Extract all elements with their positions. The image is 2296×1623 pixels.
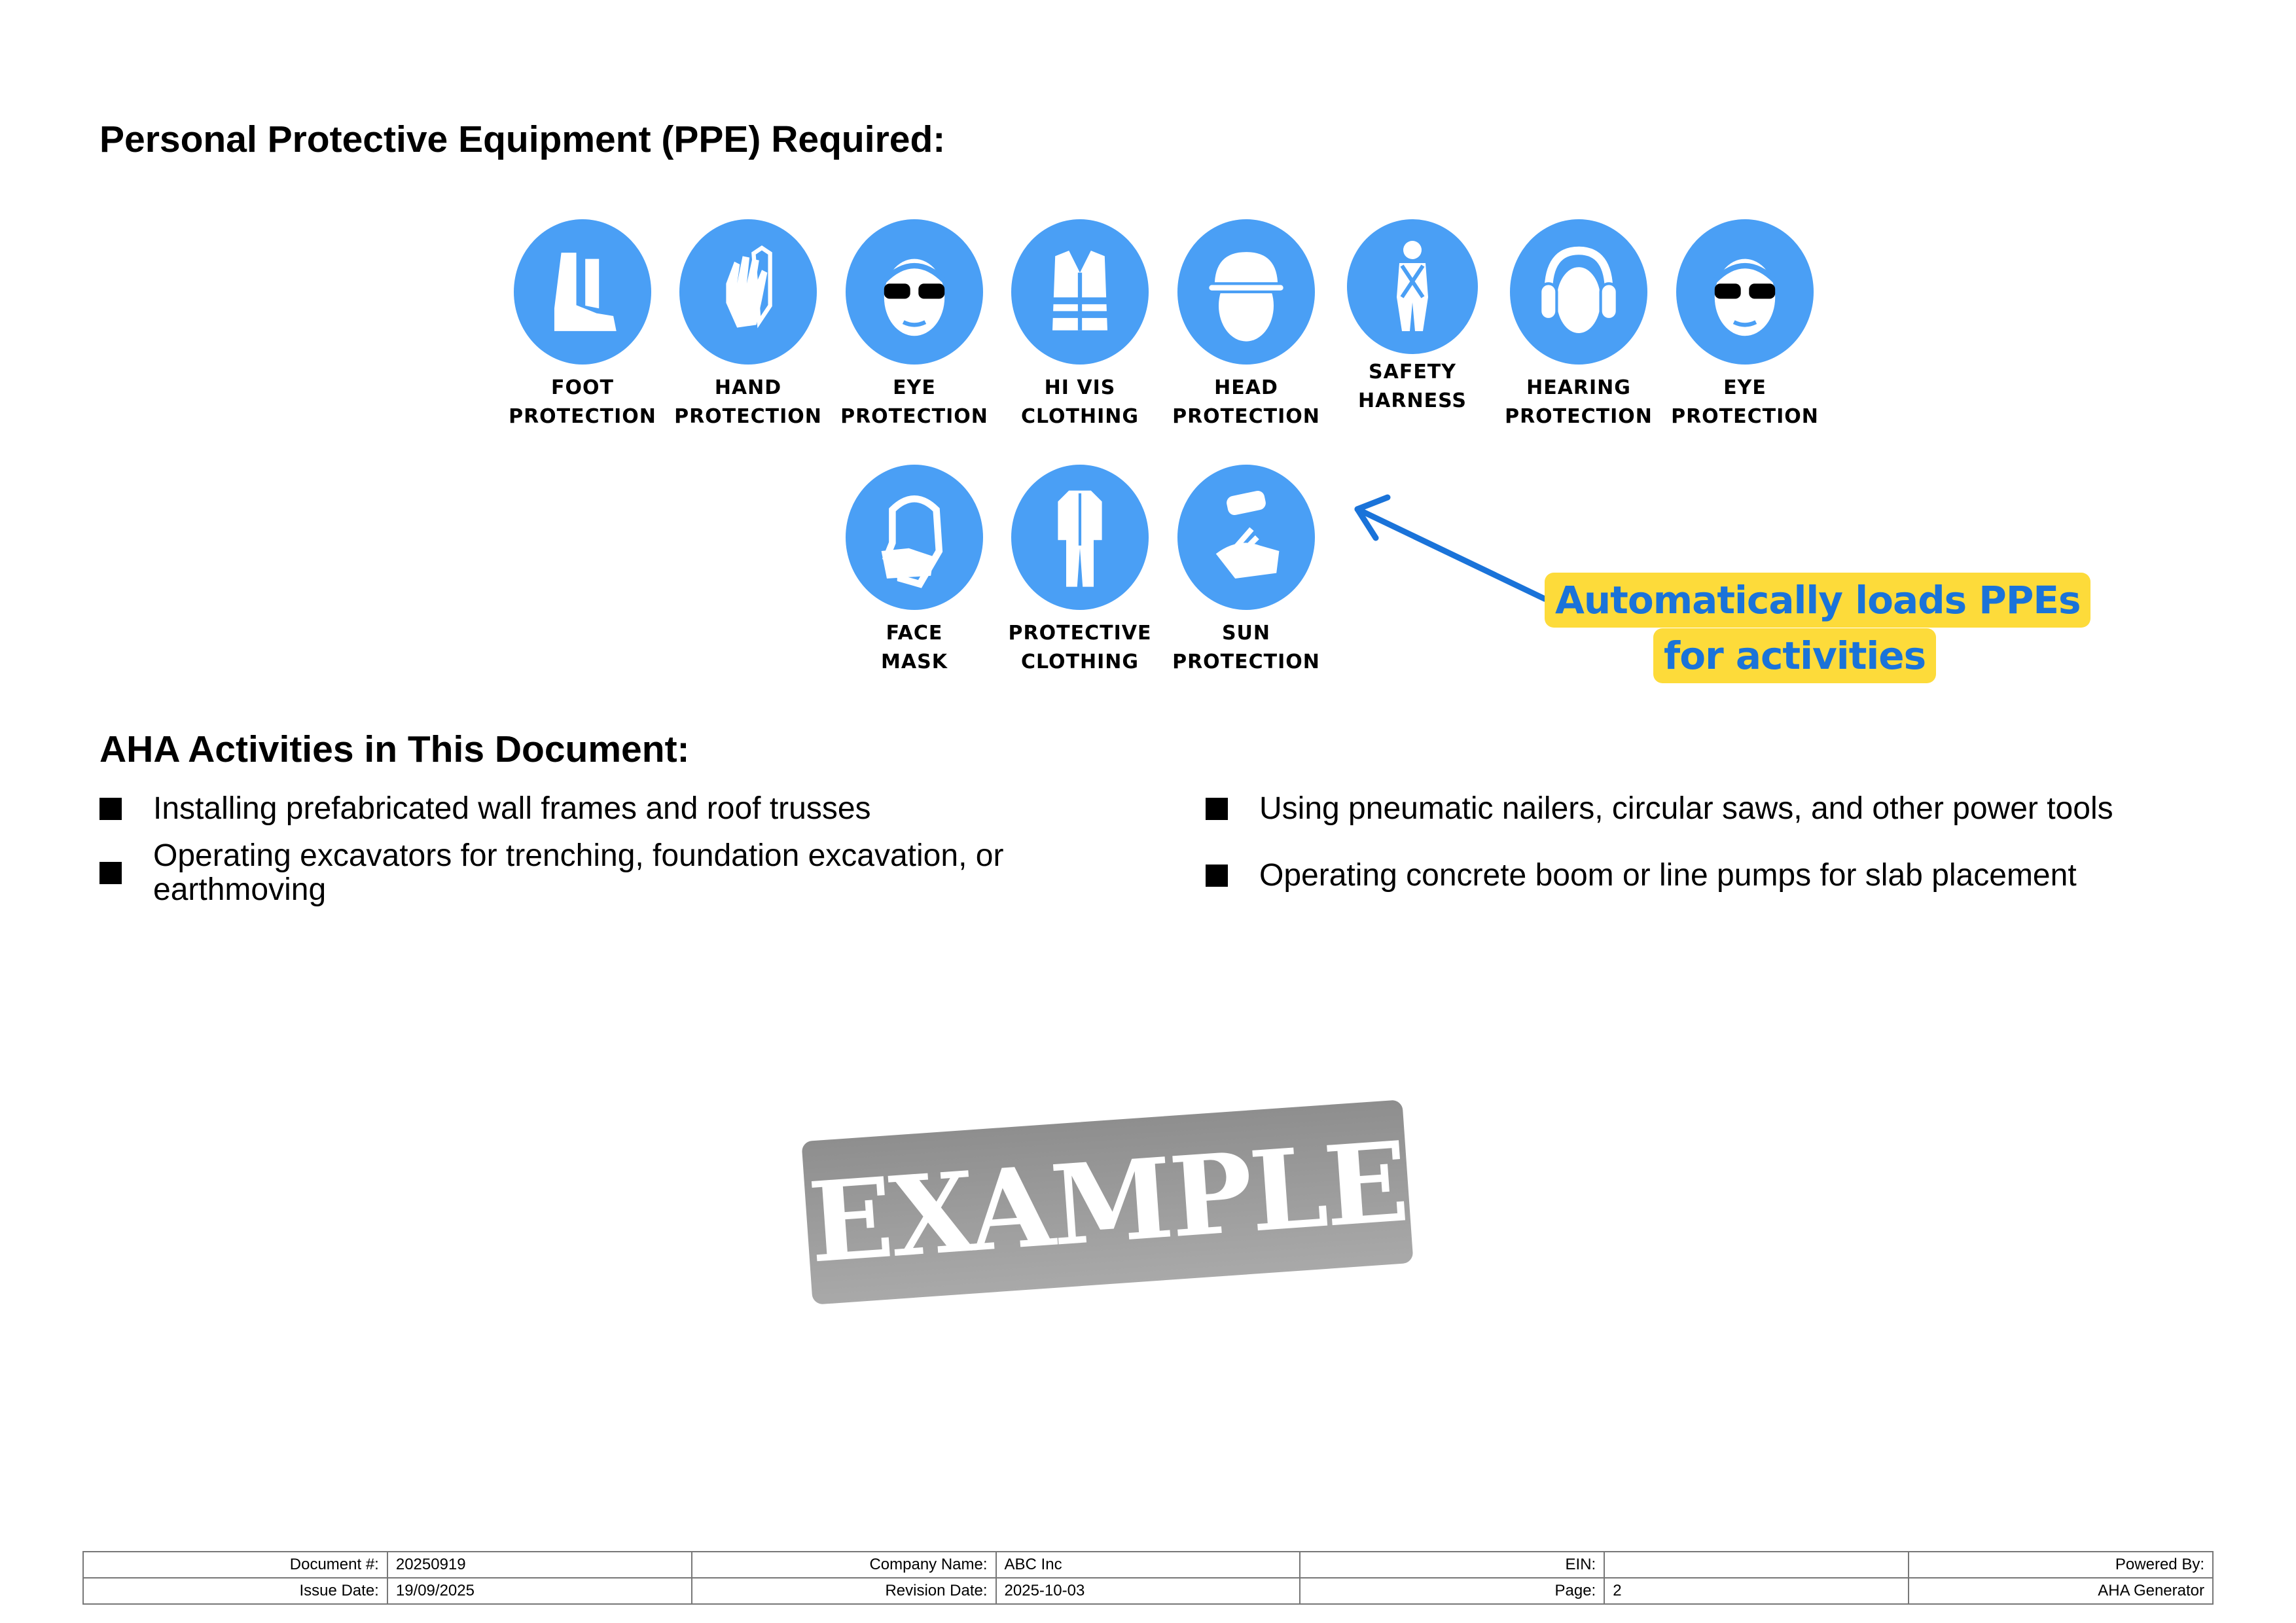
revision-date-value: 2025-10-03	[995, 1577, 1301, 1605]
ppe-label: SUN PROTECTION	[1172, 622, 1320, 673]
page-label: Page:	[1299, 1577, 1605, 1605]
callout-line-1: Automatically loads PPEs	[1545, 573, 2091, 628]
ppe-label: HI VIS CLOTHING	[1020, 376, 1139, 428]
revision-date-label: Revision Date:	[691, 1577, 997, 1605]
ppe-item-eye-protection: EYE PROTECTION	[836, 219, 993, 431]
ein-value	[1604, 1551, 1910, 1578]
sunscreen-icon	[1177, 465, 1315, 610]
goggles-icon	[846, 219, 983, 365]
document-footer-table: Document #: 20250919 Company Name: ABC I…	[82, 1551, 2214, 1605]
ppe-item-eye-protection-2: EYE PROTECTION	[1666, 219, 1823, 431]
ppe-label: FOOT PROTECTION	[509, 376, 656, 428]
document-number-value: 20250919	[386, 1551, 692, 1578]
ppe-label: HEAD PROTECTION	[1172, 376, 1320, 428]
list-item: Installing prefabricated wall frames and…	[99, 792, 1121, 826]
ppe-label: HAND PROTECTION	[674, 376, 822, 428]
powered-by-label: Powered By:	[1908, 1551, 2214, 1578]
glove-icon	[679, 219, 817, 365]
ppe-item-head-protection: HEAD PROTECTION	[1168, 219, 1325, 431]
ppe-label: SAFETY HARNESS	[1358, 361, 1467, 412]
issue-date-label: Issue Date:	[82, 1577, 388, 1605]
company-name-value: ABC Inc	[995, 1551, 1301, 1578]
aha-activity-list-right: Using pneumatic nailers, circular saws, …	[1206, 792, 2227, 906]
vest-icon	[1011, 219, 1149, 365]
ppe-label: EYE PROTECTION	[840, 376, 988, 428]
ein-label: EIN:	[1299, 1551, 1605, 1578]
ppe-item-hi-vis-clothing: HI VIS CLOTHING	[1001, 219, 1158, 431]
table-row: Document #: 20250919 Company Name: ABC I…	[82, 1551, 2214, 1578]
company-name-label: Company Name:	[691, 1551, 997, 1578]
callout-arrow-icon	[1354, 494, 1548, 602]
bullet-square-icon	[1206, 865, 1228, 887]
hard-hat-icon	[1177, 219, 1315, 365]
bullet-square-icon	[99, 862, 122, 884]
ppe-label: EYE PROTECTION	[1671, 376, 1819, 428]
list-item: Operating concrete boom or line pumps fo…	[1206, 859, 2227, 893]
activity-text: Using pneumatic nailers, circular saws, …	[1259, 791, 2113, 826]
activity-text: Installing prefabricated wall frames and…	[153, 791, 871, 826]
generator-name: AHA Generator	[1908, 1577, 2214, 1605]
aha-section-title: AHA Activities in This Document:	[99, 728, 690, 770]
ppe-item-sun-protection: SUN PROTECTION	[1168, 465, 1325, 677]
bullet-square-icon	[99, 798, 122, 820]
list-item: Using pneumatic nailers, circular saws, …	[1206, 792, 2227, 826]
ppe-label: PROTECTIVE CLOTHING	[1008, 622, 1152, 673]
ppe-label: HEARING PROTECTION	[1505, 376, 1653, 428]
ppe-item-foot-protection: FOOT PROTECTION	[504, 219, 661, 431]
activity-text: Operating concrete boom or line pumps fo…	[1259, 858, 2077, 893]
harness-icon	[1347, 219, 1478, 354]
face-mask-icon	[846, 465, 983, 610]
boot-icon	[514, 219, 651, 365]
ppe-item-safety-harness: SAFETY HARNESS	[1334, 219, 1491, 416]
goggles-icon	[1676, 219, 1814, 365]
ear-muffs-icon	[1510, 219, 1647, 365]
ppe-section-title: Personal Protective Equipment (PPE) Requ…	[99, 118, 946, 160]
callout-line-2: for activities	[1653, 628, 1937, 683]
ppe-item-hearing-protection: HEARING PROTECTION	[1500, 219, 1657, 431]
bullet-square-icon	[1206, 798, 1228, 820]
list-item: Operating excavators for trenching, foun…	[99, 839, 1121, 907]
ppe-label: FACE MASK	[881, 622, 948, 673]
ppe-item-face-mask: FACE MASK	[836, 465, 993, 677]
watermark-text: EXAMPLE	[804, 1116, 1410, 1288]
ppe-item-protective-clothing: PROTECTIVE CLOTHING	[1001, 465, 1158, 677]
activity-text: Operating excavators for trenching, foun…	[153, 838, 1004, 907]
coverall-icon	[1011, 465, 1149, 610]
aha-activity-list-left: Installing prefabricated wall frames and…	[99, 792, 1121, 920]
ppe-item-hand-protection: HAND PROTECTION	[670, 219, 827, 431]
issue-date-value: 19/09/2025	[386, 1577, 692, 1605]
page-value: 2	[1604, 1577, 1910, 1605]
example-watermark-stamp: EXAMPLE	[801, 1099, 1414, 1305]
document-number-label: Document #:	[82, 1551, 388, 1578]
table-row: Issue Date: 19/09/2025 Revision Date: 20…	[82, 1577, 2214, 1605]
